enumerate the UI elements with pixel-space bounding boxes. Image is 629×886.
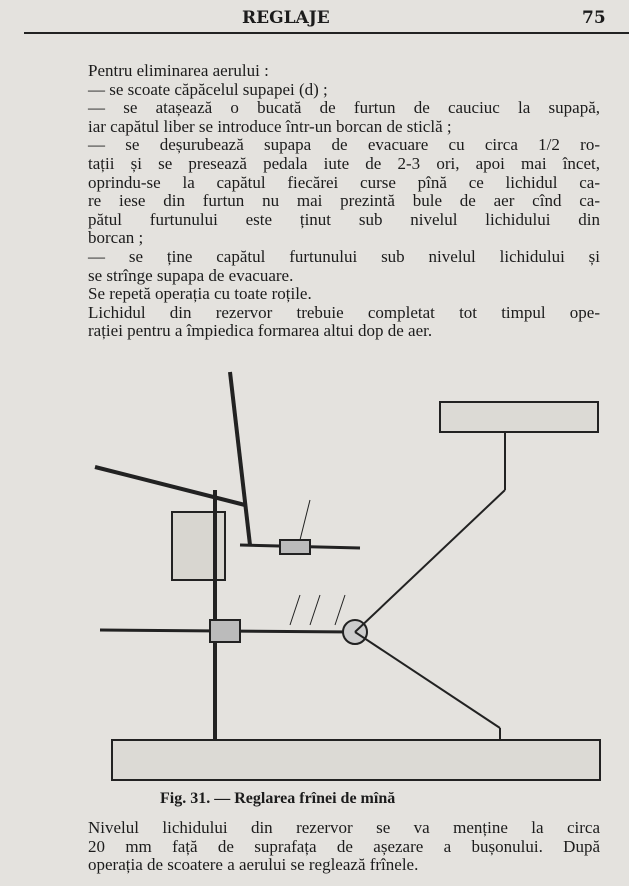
text-line: operația de scoatere a aerului se reglea…	[88, 855, 419, 875]
text-line: rației pentru a împiedica formarea altui…	[88, 321, 433, 341]
upper-right-beam	[439, 401, 599, 433]
text-line: Lichidul din rezervor trebuie completat …	[88, 302, 600, 322]
running-header-title: REGLAJE	[242, 8, 330, 28]
text-line: pătul furtunului este ținut sub nivelul …	[88, 209, 600, 229]
text-line: — se ține capătul furtunului sub nivelul…	[88, 247, 600, 266]
text-line: Pentru eliminarea aerului :	[88, 61, 269, 80]
text-line: oprindu-se la capătul fiecărei curse pîn…	[88, 172, 600, 192]
floor-beam	[111, 739, 601, 781]
bracket-block	[171, 511, 226, 581]
text-line: — se atașează o bucată de furtun de cauc…	[88, 98, 600, 118]
text-line: re iese din furtun nu mai prezintă bule …	[88, 191, 600, 211]
text-line: tații și se presează pedala iute de 2-3 …	[88, 154, 600, 173]
text-line: se strînge supapa de evacuare.	[88, 265, 294, 285]
page-number: 75	[582, 8, 606, 28]
text-line: Se repetă operația cu toate roțile.	[88, 284, 312, 304]
text-line: borcan ;	[88, 228, 144, 248]
text-line: iar capătul liber se introduce într-un b…	[88, 116, 452, 136]
text-line: Nivelul lichidului din rezervor se va me…	[88, 818, 600, 837]
text-line: — se scoate căpăcelul supapei (d) ;	[88, 79, 328, 99]
text-line: — se deșurubează supapa de evacuare cu c…	[88, 135, 600, 155]
header-rule	[24, 32, 629, 34]
text-line: 20 mm față de suprafața de așezare a buș…	[88, 836, 600, 856]
figure-caption: Fig. 31. — Reglarea frînei de mînă	[160, 790, 396, 807]
